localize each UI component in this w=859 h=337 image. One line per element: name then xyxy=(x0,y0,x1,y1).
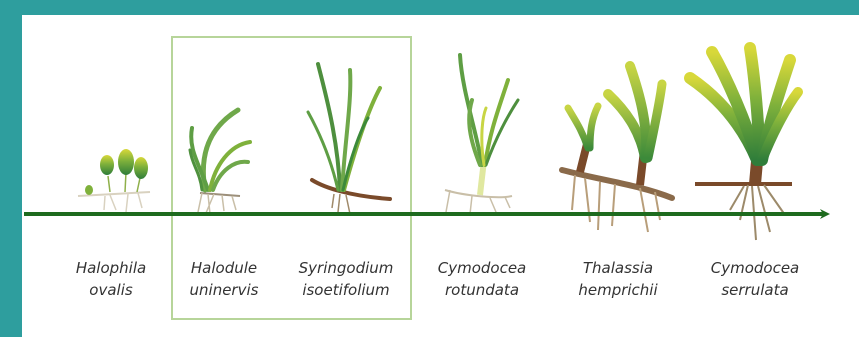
syringodium-plant-icon xyxy=(308,64,390,214)
label-halodule-uninervis: Halodule uninervis xyxy=(159,257,289,301)
label-cymodocea-serrulata: Cymodocea serrulata xyxy=(690,257,820,301)
epithet-text: rotundata xyxy=(417,279,547,301)
halophila-plant-icon xyxy=(78,149,150,212)
label-syringodium-isoetifolium: Syringodium isoetifolium xyxy=(281,257,411,301)
epithet-text: serrulata xyxy=(690,279,820,301)
genus-text: Halodule xyxy=(159,257,289,279)
genus-text: Thalassia xyxy=(553,257,683,279)
cymodocea-serrulata-plant-icon xyxy=(690,48,798,240)
label-thalassia-hemprichii: Thalassia hemprichii xyxy=(553,257,683,301)
genus-text: Cymodocea xyxy=(690,257,820,279)
label-halophila-ovalis: Halophila ovalis xyxy=(46,257,176,301)
epithet-text: isoetifolium xyxy=(281,279,411,301)
halodule-plant-icon xyxy=(190,110,250,214)
epithet-text: ovalis xyxy=(46,279,176,301)
genus-text: Halophila xyxy=(46,257,176,279)
cymodocea-rotundata-plant-icon xyxy=(445,55,518,214)
epithet-text: uninervis xyxy=(159,279,289,301)
epithet-text: hemprichii xyxy=(553,279,683,301)
thalassia-plant-icon xyxy=(562,66,672,232)
genus-text: Syringodium xyxy=(281,257,411,279)
label-cymodocea-rotundata: Cymodocea rotundata xyxy=(417,257,547,301)
genus-text: Cymodocea xyxy=(417,257,547,279)
